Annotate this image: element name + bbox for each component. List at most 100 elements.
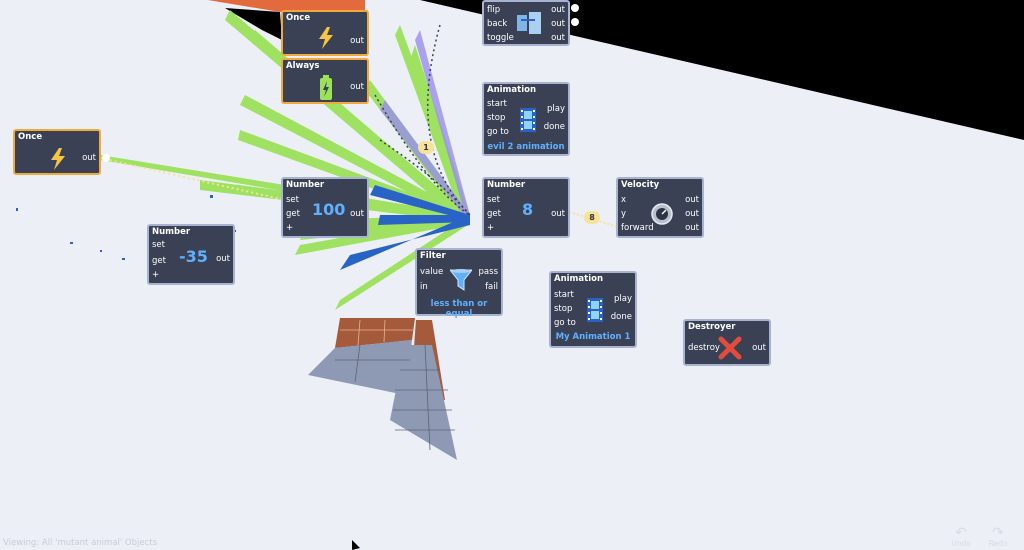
input-label[interactable]: x <box>621 195 627 205</box>
out-port-label[interactable]: out <box>551 19 565 29</box>
once-node[interactable]: Once out <box>13 129 101 175</box>
input-label[interactable]: value <box>420 267 444 277</box>
wire-bundle-purple <box>380 30 470 218</box>
input-label[interactable]: start <box>554 290 574 300</box>
lightning-icon <box>319 27 333 49</box>
number-node[interactable]: Number set get + -35 out <box>147 224 235 285</box>
cursor-shard <box>352 540 360 550</box>
node-title: Destroyer <box>688 322 736 332</box>
redo-icon: ↷ <box>992 525 1004 541</box>
out-port-label[interactable]: out <box>82 153 96 163</box>
undo-icon: ↶ <box>955 525 967 541</box>
redo-button[interactable]: ↷Redo <box>986 525 1010 548</box>
input-label[interactable]: set <box>286 195 299 205</box>
out-port-label[interactable]: out <box>350 36 364 46</box>
wire-value-chip: 8 <box>584 211 600 224</box>
wire-bundle-blue <box>340 185 470 270</box>
undo-label: Undo <box>951 539 971 548</box>
speedometer-icon <box>651 203 673 225</box>
input-label[interactable]: forward <box>621 223 654 233</box>
out-port-label[interactable]: play <box>614 294 632 304</box>
orange-platform <box>208 0 365 12</box>
close-x-icon <box>718 336 742 360</box>
out-port-label[interactable]: out <box>350 82 364 92</box>
input-label[interactable]: stop <box>487 113 506 123</box>
input-label[interactable]: + <box>286 223 294 233</box>
undo-button[interactable]: ↶Undo <box>949 525 973 548</box>
out-port-label[interactable]: play <box>547 104 565 114</box>
out-port-label[interactable]: out <box>551 5 565 15</box>
input-label[interactable]: y <box>621 209 627 219</box>
input-label[interactable]: in <box>420 282 428 292</box>
out-port-label[interactable]: out <box>350 209 364 219</box>
input-label[interactable]: get <box>487 209 501 219</box>
node-title: Filter <box>420 251 446 261</box>
number-node[interactable]: Number set get + 8 out <box>482 177 570 238</box>
out-port-label[interactable]: out <box>551 33 565 43</box>
input-label[interactable]: stop <box>554 304 573 314</box>
out-port-label[interactable]: out <box>685 195 699 205</box>
funnel-icon <box>450 269 472 291</box>
number-value[interactable]: 8 <box>522 200 534 219</box>
film-icon <box>587 298 603 322</box>
out-port-label[interactable]: out <box>685 223 699 233</box>
node-title: Always <box>286 61 320 71</box>
node-title: Animation <box>554 274 604 284</box>
brick-slope <box>308 318 457 460</box>
input-label[interactable]: go to <box>487 127 509 137</box>
wire-value-chip: 1 <box>418 141 434 154</box>
input-label[interactable]: destroy <box>688 343 720 353</box>
out-port-label[interactable]: fail <box>485 282 498 292</box>
node-title: Once <box>286 13 311 23</box>
input-label[interactable]: get <box>286 209 300 219</box>
out-port-label[interactable]: done <box>543 122 565 132</box>
filter-node[interactable]: Filter value in pass fail less than or e… <box>415 248 503 319</box>
destroyer-node[interactable]: Destroyer destroy out <box>683 319 771 366</box>
status-text: Viewing: All 'mutant animal' Objects <box>3 538 158 548</box>
animation-name[interactable]: evil 2 animation <box>487 142 565 152</box>
film-icon <box>520 108 536 132</box>
number-node[interactable]: Number set get + 100 out <box>281 177 369 238</box>
battery-icon <box>320 75 332 100</box>
input-label[interactable]: back <box>487 19 508 29</box>
flip-icon <box>517 12 541 34</box>
node-title: Number <box>152 227 191 237</box>
input-label[interactable]: set <box>487 195 500 205</box>
node-title: Once <box>18 132 43 142</box>
wire-once-number <box>99 157 286 201</box>
input-label[interactable]: toggle <box>487 33 514 43</box>
filter-mode[interactable]: less than or equal <box>430 299 488 319</box>
out-port-label[interactable]: out <box>551 209 565 219</box>
out-port-label[interactable]: out <box>752 343 766 353</box>
number-value[interactable]: -35 <box>179 247 208 266</box>
out-port-label[interactable]: out <box>216 254 230 264</box>
input-label[interactable]: go to <box>554 318 576 328</box>
output-port[interactable] <box>571 18 579 26</box>
node-title: Velocity <box>621 180 660 190</box>
animation-name[interactable]: My Animation 1 <box>555 332 631 342</box>
lightning-icon <box>51 148 65 170</box>
once-node[interactable]: Once out <box>281 10 369 56</box>
node-title: Animation <box>487 85 537 95</box>
input-label[interactable]: + <box>487 223 495 233</box>
void-region <box>420 0 1024 140</box>
dark-shard <box>225 8 282 40</box>
input-label[interactable]: + <box>152 270 160 280</box>
number-value[interactable]: 100 <box>312 200 346 219</box>
input-label[interactable]: flip <box>487 5 501 15</box>
output-port[interactable] <box>571 4 579 12</box>
out-port-label[interactable]: done <box>610 312 632 322</box>
wire-dashes <box>374 24 471 216</box>
flip-node[interactable]: flip back toggle out out out <box>482 0 570 46</box>
node-title: Number <box>286 180 325 190</box>
animation-node[interactable]: Animation start stop go to play done evi… <box>482 82 570 156</box>
input-label[interactable]: set <box>152 240 165 250</box>
input-label[interactable]: get <box>152 256 166 266</box>
output-port[interactable] <box>102 154 110 162</box>
always-node[interactable]: Always out <box>281 58 369 104</box>
velocity-node[interactable]: Velocity x y forward out out out <box>616 177 704 238</box>
out-port-label[interactable]: out <box>685 209 699 219</box>
animation-node[interactable]: Animation start stop go to play done My … <box>549 271 637 348</box>
input-label[interactable]: start <box>487 99 507 109</box>
out-port-label[interactable]: pass <box>478 267 498 277</box>
